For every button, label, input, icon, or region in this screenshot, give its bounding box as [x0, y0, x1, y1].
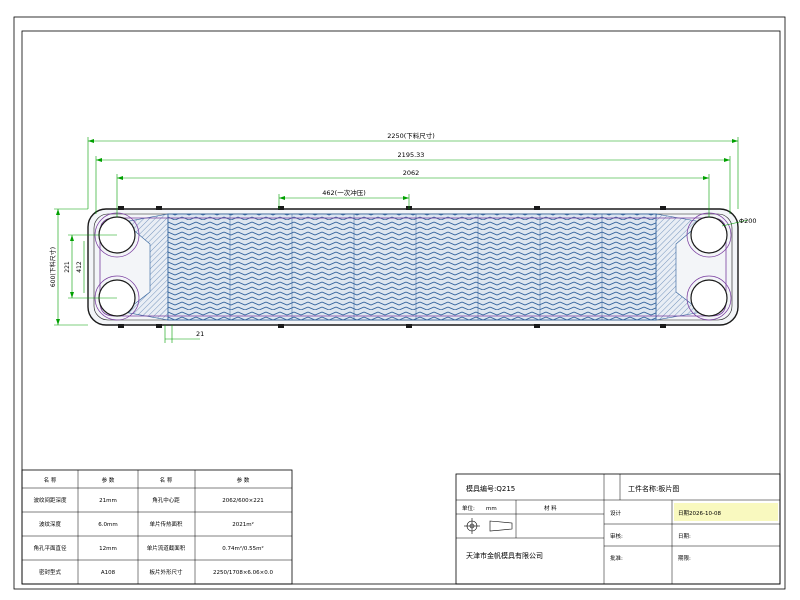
review-date-label: 日期: — [678, 533, 691, 540]
dim-length-2: 2195.33 — [398, 151, 425, 159]
dim-port-center-distance: 2062 — [403, 169, 420, 177]
company-name: 天津市金帆模具有限公司 — [466, 551, 543, 560]
mold-number: 模具编号:Q215 — [466, 484, 515, 493]
inner-border — [21, 30, 781, 585]
design-date-highlight — [674, 503, 778, 521]
spec-r4-name2: 板片外形尺寸 — [149, 568, 183, 576]
spec-table: 名 称 参 数 名 称 参 数 波纹间距深度 21mm 角孔中心距 2062/6… — [21, 469, 293, 585]
spec-r1-val2: 2062/600×221 — [222, 498, 263, 504]
spec-r2-val1: 6.0mm — [98, 522, 117, 528]
dim-port-vertical-distance: 221 — [64, 261, 71, 273]
outer-border — [13, 16, 786, 590]
material-label: 材 料 — [544, 504, 557, 512]
port-bottom-right — [686, 275, 732, 321]
dimension-lines — [54, 137, 749, 343]
spec-r2-val2: 2021m² — [232, 521, 254, 528]
division-lines — [229, 214, 603, 320]
spec-r3-val1: 12mm — [99, 546, 117, 552]
dim-overall-height: 600(下料尺寸) — [49, 247, 57, 287]
spec-header-1: 名 称 — [44, 476, 57, 484]
dim-inner-height: 412 — [76, 261, 83, 273]
spec-r1-name2: 角孔中心距 — [152, 496, 180, 504]
dim-overall-length: 2250(下料尺寸) — [387, 131, 435, 140]
spec-r4-val1: A108 — [101, 570, 116, 576]
approve-label: 批准: — [610, 554, 623, 562]
approve-date-label: 期限: — [678, 554, 691, 562]
spec-header-3: 名 称 — [160, 476, 173, 484]
design-label: 设计 — [610, 509, 622, 517]
dimension-arrows — [56, 139, 738, 325]
port-top-right — [686, 212, 732, 258]
dim-sub-length: 462(一次冲压) — [322, 188, 365, 197]
spec-r1-val1: 21mm — [99, 498, 117, 504]
dim-edge-offset: 21 — [196, 330, 204, 338]
part-name: 工件名称:板片图 — [628, 484, 679, 493]
spec-header-2: 参 数 — [102, 476, 115, 484]
spec-r3-name2: 单片流道截面积 — [147, 544, 186, 552]
unit-label: 单位: — [462, 504, 475, 512]
dim-port-diameter: Φ200 — [739, 217, 757, 225]
projection-symbol — [464, 518, 513, 534]
title-block: 模具编号:Q215 工件名称:板片图 单位: mm 材 料 天津市金帆模具有限公… — [455, 473, 781, 585]
plate-drawing — [87, 206, 739, 328]
spec-r4-name1: 密封型式 — [39, 568, 62, 576]
heat-transfer-area — [167, 213, 657, 321]
spec-r2-name2: 单片传热面积 — [149, 520, 183, 528]
spec-r4-val2: 2250/1708×6.06×0.0 — [213, 570, 274, 576]
spec-r1-name1: 波纹间距深度 — [33, 496, 67, 504]
spec-r3-name1: 角孔平面直径 — [33, 544, 67, 552]
spec-r2-name1: 波纹深度 — [39, 520, 62, 528]
design-date: 日期2026-10-08 — [678, 510, 721, 517]
unit-value: mm — [486, 506, 497, 512]
review-label: 审核: — [610, 532, 623, 540]
spec-header-4: 参 数 — [237, 476, 250, 484]
spec-r3-val2: 0.74m²/0.55m² — [222, 545, 263, 552]
